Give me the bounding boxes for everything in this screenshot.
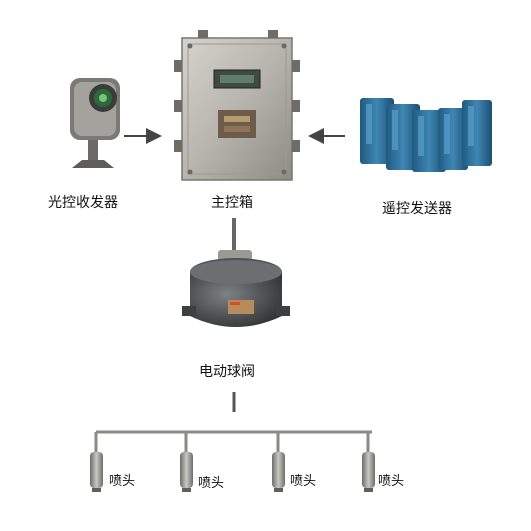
- electric-ball-valve: [182, 218, 290, 327]
- nozzle-4: [362, 452, 375, 492]
- remote-transmitter-devices: [360, 98, 492, 172]
- pipe-manifold: [94, 430, 372, 452]
- remote-transmitter-label: 遥控发送器: [382, 201, 452, 217]
- nozzle-label: 喷头: [290, 474, 317, 489]
- nozzle-1: [90, 452, 103, 492]
- main-control-box: [174, 30, 300, 181]
- light-transceiver-label: 光控收发器: [48, 195, 118, 211]
- light-transceiver-device: [70, 78, 120, 168]
- nozzle-label: 喷头: [198, 476, 225, 491]
- main-control-box-label: 主控箱: [211, 195, 253, 211]
- nozzle-2: [180, 452, 193, 492]
- electric-ball-valve-label: 电动球阀: [199, 364, 255, 380]
- nozzle-3: [272, 452, 285, 492]
- nozzle-label: 喷头: [109, 474, 136, 489]
- nozzle-label: 喷头: [378, 474, 405, 489]
